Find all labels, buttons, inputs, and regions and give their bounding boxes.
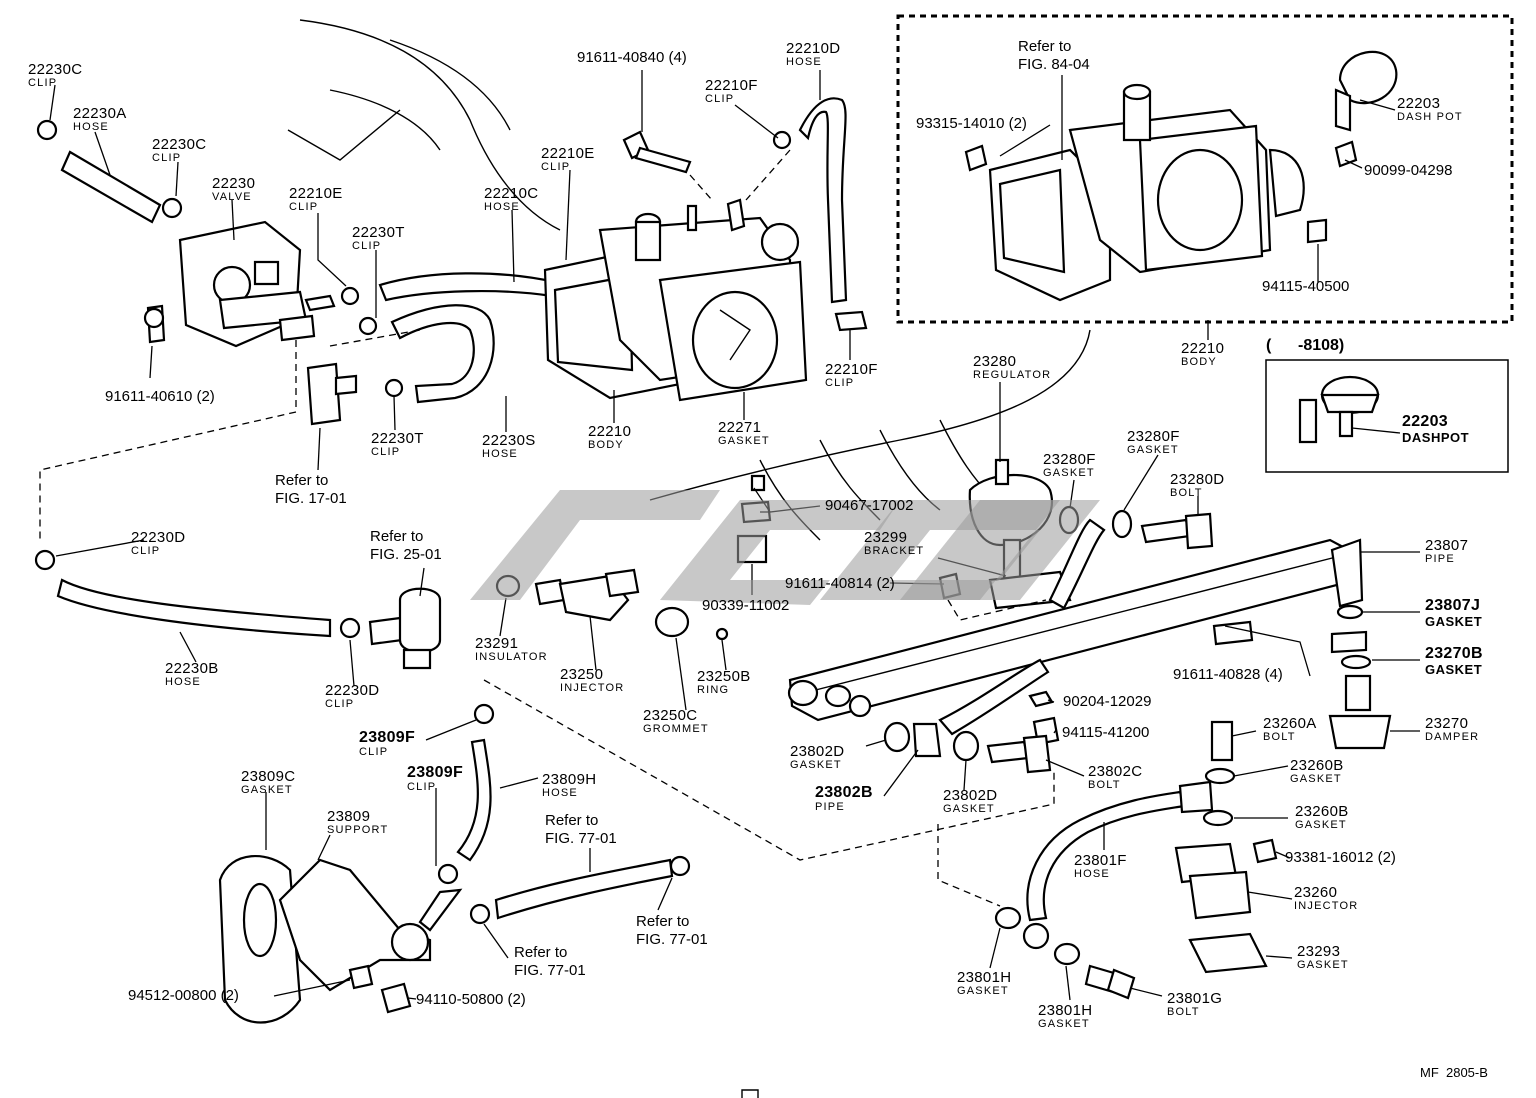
figure-code: MF 2805-B — [1420, 1065, 1488, 1080]
air-valve-assembly — [36, 119, 580, 426]
page-tick — [741, 1089, 759, 1098]
inset-dashpot — [1298, 375, 1380, 444]
hose-22210D-art — [689, 97, 868, 332]
pn-91611-40610: 91611-40610 (2) — [105, 388, 215, 405]
pn-90339-11002: 90339-11002 — [702, 597, 790, 614]
throttle-body-inset-frame — [896, 14, 1514, 324]
pn-93315-14010: 93315-14010 (2) — [916, 115, 1027, 132]
bolt-91611-40840-art — [622, 130, 692, 174]
pn-94512-00800: 94512-00800 (2) — [128, 987, 239, 1004]
pn-94115-41200: 94115-41200 — [1062, 724, 1150, 741]
hose-22230B-art — [34, 549, 442, 670]
pn-94115-40500: 94115-40500 — [1262, 278, 1350, 295]
throttle-body — [543, 198, 808, 402]
watermark-logo — [470, 490, 1100, 605]
assembly-dashed-lines — [39, 329, 1055, 861]
serial-range-note: ( -8108) — [1266, 337, 1345, 354]
pn-91611-40840: 91611-40840 (4) — [577, 49, 687, 66]
pn-90467-17002: 90467-17002 — [825, 497, 914, 514]
pn-91611-40828: 91611-40828 (4) — [1173, 666, 1283, 683]
pn-91611-40814: 91611-40814 (2) — [785, 575, 895, 592]
dashpot-inset-frame — [1265, 359, 1509, 473]
support-23809-art — [218, 703, 691, 1024]
inset-throttle-body — [964, 50, 1398, 302]
pn-90099-04298: 90099-04298 — [1364, 162, 1453, 179]
pn-90204-12029: 90204-12029 — [1063, 693, 1152, 710]
pn-93381-16012: 93381-16012 (2) — [1285, 849, 1396, 866]
pn-94110-50800: 94110-50800 (2) — [416, 991, 526, 1008]
